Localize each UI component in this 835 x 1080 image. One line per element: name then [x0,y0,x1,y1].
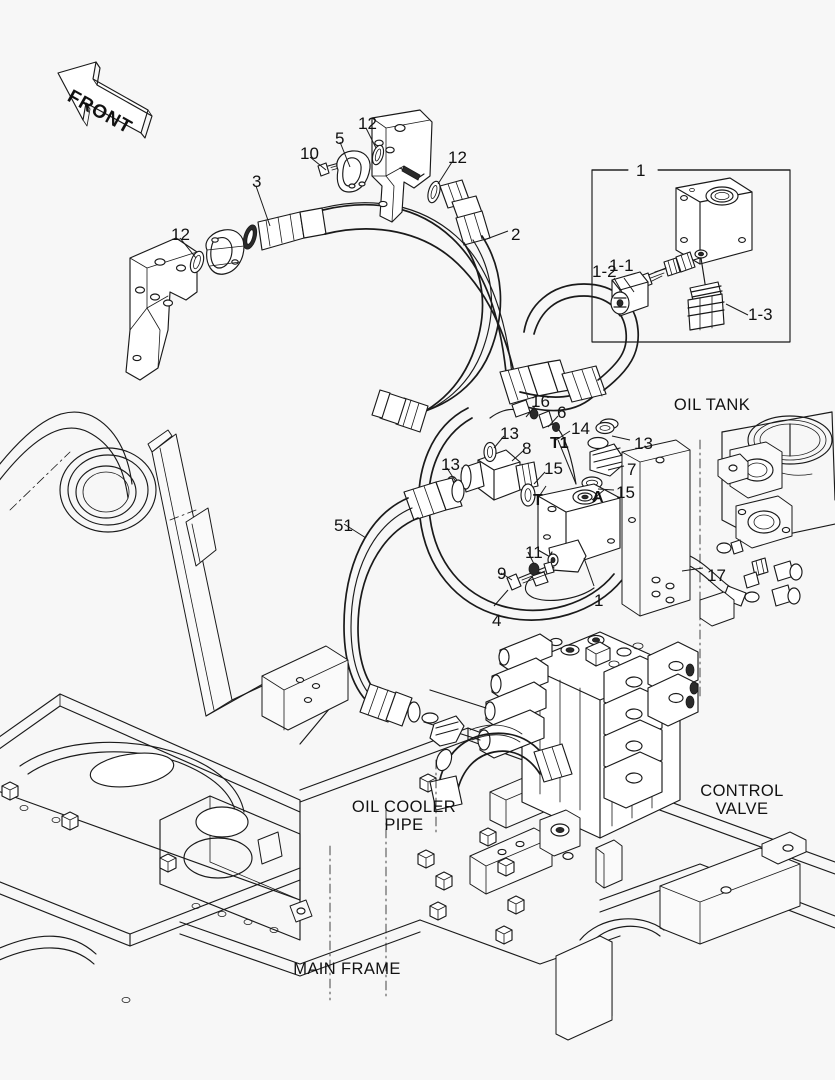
frame-hex-bolts [1,773,525,945]
valve-mount-plate [621,439,691,617]
callout-10: 10 [300,144,319,163]
callout-15-b: 15 [616,483,635,502]
callout-13-b: 13 [441,455,460,474]
upper-bracket [371,109,433,223]
oring-12-c [427,180,441,204]
callout-1-main: 1 [594,591,604,610]
port-mark-t1: T1 [550,435,569,452]
oring-hose3 [242,224,258,250]
callout-leaders [179,127,749,607]
inset-cartridge-1-1 [639,251,701,288]
inset-callout-1-1: 1-1 [609,256,634,275]
oil-cooler-elbow [421,712,523,837]
callout-5: 5 [335,129,345,148]
inset-callout-1-3: 1-3 [748,305,773,324]
callout-6: 6 [557,403,567,422]
callout-12-b: 12 [358,114,377,133]
callout-8: 8 [522,439,532,458]
region-label-main-frame: MAIN FRAME [293,960,401,978]
hose-2 [411,179,502,419]
inset-valve-body [675,177,753,265]
callout-4: 4 [492,611,502,630]
oring-13-a [483,441,497,463]
left-mount-bracket [125,237,198,381]
inset-detail-box [591,164,791,343]
callout-11: 11 [525,543,543,562]
oil-cooler-tube [429,732,573,811]
clamp-5 [336,150,371,193]
callout-13-a: 13 [500,424,519,443]
valve-spool-stack [603,641,699,809]
solenoid-valve-block [524,483,621,601]
oring-12-b [371,144,385,166]
callout-12-c: 12 [448,148,467,167]
hose-4 [418,407,623,621]
tube-16-6-14 [489,399,577,485]
oring-13-right [595,421,615,435]
frame-bolt-holes [19,805,279,1004]
region-label-oil-cooler-pipe: OIL COOLER PIPE [351,798,457,835]
machine-body-left [0,411,349,745]
front-arrow-icon [57,61,153,139]
region-label-oil-tank: OIL TANK [673,396,751,414]
hose-51 [343,477,465,727]
hose3-lower-fitting [499,359,571,405]
hose-3 [257,202,519,393]
callout-9: 9 [497,564,507,583]
hose2-lower-fitting [371,389,429,433]
callout-14: 14 [571,419,590,438]
main-frame-left [0,693,421,1004]
inset-title-1: 1 [636,161,646,180]
inset-coil-1-2 [610,271,649,317]
oring-12-left [189,250,205,274]
split-flange-left [205,229,245,275]
port-mark-t: T [533,492,543,509]
callout-13-c: 13 [634,434,653,453]
port-mark-a: A [592,489,604,506]
control-valve [421,631,699,889]
callout-51: 51 [334,516,353,535]
oil-tank-structure [699,411,835,701]
inset-fitting-1-3 [687,257,725,331]
callout-7: 7 [627,460,637,479]
callout-2: 2 [511,225,521,244]
callout-17: 17 [707,566,726,585]
oring-15-left [520,483,536,507]
callout-16: 16 [531,392,550,411]
washer-11 [528,562,540,576]
region-label-control-valve: CONTROL VALVE [700,782,784,819]
callout-15-a: 15 [544,459,563,478]
callout-12: 12 [171,225,190,244]
valve-top-fittings [549,634,644,668]
callout-3: 3 [252,172,262,191]
fitting-8 [460,449,539,501]
inset-callout-1-2: 1-2 [592,262,617,281]
